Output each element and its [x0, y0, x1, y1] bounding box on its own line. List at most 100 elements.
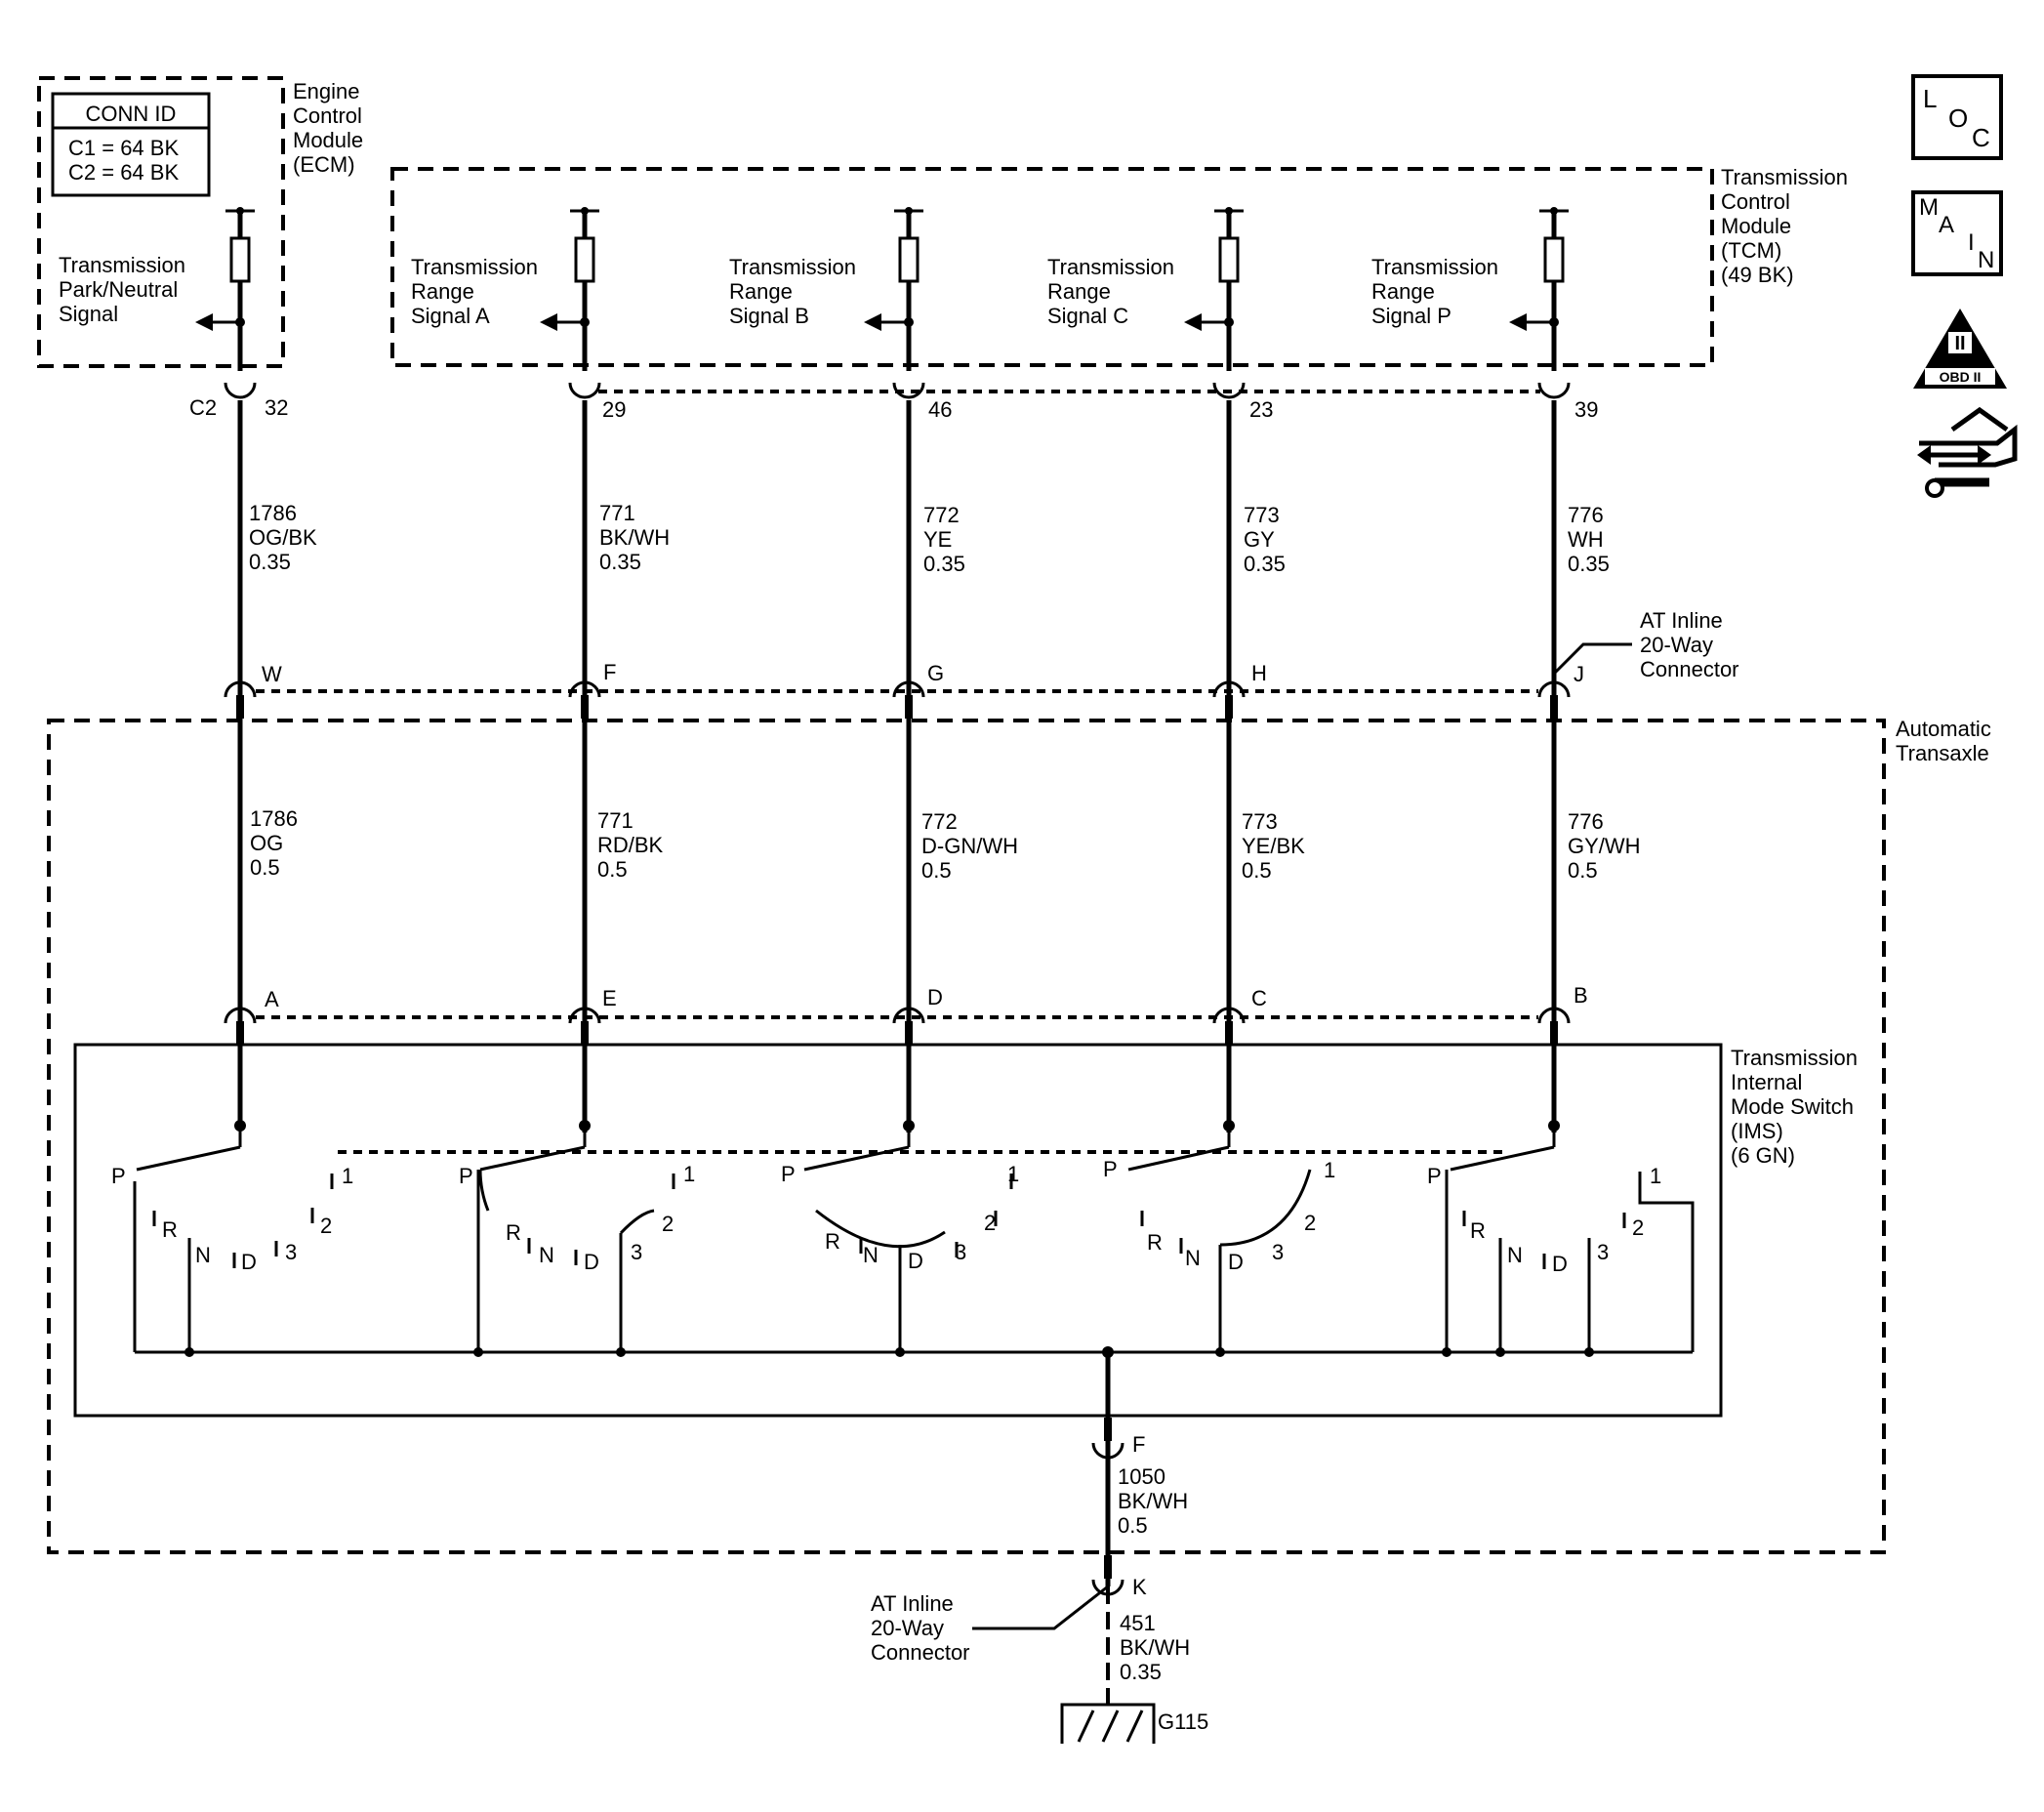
svg-text:2: 2: [320, 1214, 332, 1238]
tcm-pin-p: 39: [1574, 397, 1598, 422]
svg-text:1050: 1050: [1118, 1464, 1165, 1489]
svg-text:20-Way: 20-Way: [871, 1616, 944, 1640]
ground-pin-k: K: [1132, 1575, 1147, 1599]
svg-text:Transmission: Transmission: [1371, 255, 1498, 279]
svg-text:Internal: Internal: [1731, 1070, 1802, 1094]
svg-text:0.5: 0.5: [1242, 858, 1272, 883]
svg-text:1: 1: [342, 1164, 353, 1188]
svg-text:D: D: [1228, 1250, 1244, 1274]
svg-text:A: A: [1939, 212, 1954, 238]
loc-icon[interactable]: L O C: [1911, 74, 2003, 160]
svg-text:Range: Range: [1371, 279, 1435, 304]
svg-text:2: 2: [984, 1211, 996, 1235]
svg-text:3: 3: [955, 1240, 966, 1264]
svg-text:O: O: [1948, 103, 1968, 133]
hand-wrench-icon[interactable]: [1917, 406, 2018, 498]
tcm-signal-p-column: Transmission Range Signal P: [1371, 207, 1569, 371]
ground-pin-f: F: [1132, 1432, 1145, 1457]
svg-text:D: D: [1552, 1252, 1568, 1276]
svg-text:GY/WH: GY/WH: [1568, 834, 1641, 858]
svg-text:D: D: [908, 1249, 923, 1273]
arrow-left-icon: [1184, 313, 1202, 331]
svg-text:1: 1: [1650, 1164, 1661, 1188]
svg-text:1786: 1786: [250, 806, 298, 831]
obd-ii-icon[interactable]: II OBD II: [1913, 309, 2007, 389]
svg-text:0.35: 0.35: [1568, 552, 1610, 576]
svg-text:R: R: [162, 1217, 178, 1242]
svg-text:3: 3: [1272, 1240, 1284, 1264]
svg-text:Signal C: Signal C: [1047, 304, 1128, 328]
ims-switch-contacts: [133, 1120, 1695, 1357]
main-icon[interactable]: M A I N: [1911, 190, 2003, 276]
tcm-signal-a-column: Transmission Range Signal A: [411, 207, 599, 371]
svg-text:0.35: 0.35: [1120, 1660, 1162, 1684]
svg-text:3: 3: [1597, 1240, 1609, 1264]
svg-text:Engine: Engine: [293, 79, 360, 103]
conn-id-line1: C1 = 64 BK: [68, 136, 179, 160]
svg-text:776: 776: [1568, 503, 1604, 527]
svg-text:Signal A: Signal A: [411, 304, 490, 328]
svg-text:1786: 1786: [249, 501, 297, 525]
tcm-signal-c-column: Transmission Range Signal C: [1047, 207, 1244, 371]
ground-label: G115: [1158, 1709, 1208, 1734]
svg-text:BK/WH: BK/WH: [599, 525, 670, 550]
svg-text:2: 2: [1304, 1211, 1316, 1235]
ecm-signal-label: Transmission: [59, 253, 185, 277]
svg-text:I: I: [1968, 229, 1975, 256]
tcm-pin-a: 29: [602, 397, 626, 422]
svg-text:0.35: 0.35: [1244, 552, 1286, 576]
transaxle-box: [47, 719, 1886, 1554]
svg-text:Connector: Connector: [1640, 657, 1739, 681]
svg-text:P: P: [459, 1164, 473, 1188]
svg-text:771: 771: [599, 501, 635, 525]
inline-pin-w: W: [262, 662, 282, 686]
svg-text:Control: Control: [293, 103, 362, 128]
upper-wire-labels: 1786 OG/BK 0.35 771 BK/WH 0.35 772 YE 0.…: [249, 501, 1610, 576]
svg-text:(49 BK): (49 BK): [1721, 263, 1794, 287]
svg-text:II: II: [1954, 333, 1965, 354]
svg-text:772: 772: [921, 809, 958, 834]
svg-text:451: 451: [1120, 1611, 1156, 1635]
arrow-left-icon: [864, 313, 881, 331]
svg-text:N: N: [1507, 1243, 1523, 1267]
ims-pin-c: C: [1251, 986, 1267, 1010]
svg-text:1: 1: [1007, 1162, 1019, 1186]
tcm-signal-b-column: Transmission Range Signal B: [729, 207, 923, 371]
svg-text:Signal P: Signal P: [1371, 304, 1451, 328]
svg-text:(IMS): (IMS): [1731, 1119, 1783, 1143]
svg-text:771: 771: [597, 808, 634, 833]
ims-label: Transmission Internal Mode Switch (IMS) …: [1731, 1046, 1858, 1168]
svg-text:BK/WH: BK/WH: [1118, 1489, 1188, 1513]
svg-text:L: L: [1923, 84, 1937, 113]
svg-text:2: 2: [1632, 1215, 1644, 1240]
svg-text:(ECM): (ECM): [293, 152, 355, 177]
svg-text:772: 772: [923, 503, 960, 527]
svg-text:N: N: [1185, 1246, 1201, 1270]
svg-text:R: R: [1470, 1218, 1486, 1243]
svg-text:Control: Control: [1721, 189, 1790, 214]
transaxle-label: Automatic Transaxle: [1896, 717, 1991, 765]
svg-text:Park/Neutral: Park/Neutral: [59, 277, 178, 302]
module-connector-row: C2 32 29 46 23 39: [189, 382, 1598, 422]
svg-text:RD/BK: RD/BK: [597, 833, 664, 857]
svg-text:0.35: 0.35: [599, 550, 641, 574]
arrow-left-icon: [1509, 313, 1527, 331]
svg-text:P: P: [111, 1164, 126, 1188]
arrow-left-icon: [540, 313, 557, 331]
tcm-box: [390, 167, 1714, 367]
svg-text:773: 773: [1242, 809, 1278, 834]
tcm-pin-b: 46: [928, 397, 952, 422]
svg-text:Automatic: Automatic: [1896, 717, 1991, 741]
ims-pin-b: B: [1574, 983, 1588, 1008]
inline-pin-h: H: [1251, 661, 1267, 685]
svg-text:N: N: [195, 1243, 211, 1267]
svg-text:773: 773: [1244, 503, 1280, 527]
svg-text:Range: Range: [1047, 279, 1111, 304]
svg-text:Transmission: Transmission: [1047, 255, 1174, 279]
ims-position-labels: P R N D 3 2 1 P R N D 3 2 1 P R N D 3 2 …: [111, 1157, 1661, 1276]
svg-text:0.35: 0.35: [923, 552, 965, 576]
svg-text:20-Way: 20-Way: [1640, 633, 1713, 657]
svg-text:Transmission: Transmission: [1721, 165, 1848, 189]
inline-connector-label: AT Inline: [1640, 608, 1723, 633]
svg-text:Signal: Signal: [59, 302, 118, 326]
